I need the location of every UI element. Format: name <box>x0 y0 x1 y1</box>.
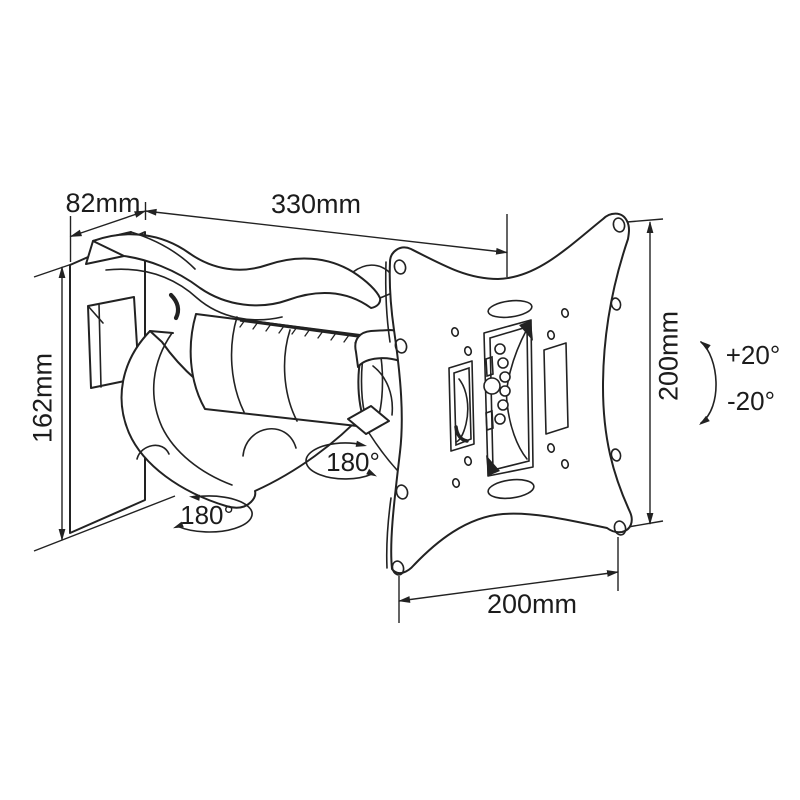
right-slot <box>543 342 569 435</box>
bottom-oval-slot <box>487 478 535 500</box>
dimension-162mm: 162mm <box>27 263 176 552</box>
dim-330mm-label: 330mm <box>271 189 361 219</box>
swivel-arm-label: 180° <box>326 447 380 477</box>
tilt-down-label: -20° <box>727 386 775 416</box>
tilt-up-label: +20° <box>726 340 781 370</box>
vesa-plate-details <box>391 217 627 576</box>
dimension-200mm-bottom: 200mm <box>398 537 619 623</box>
swivel-wall-annotation: 180° <box>173 494 253 533</box>
tilt-mechanism-slot <box>483 319 534 477</box>
dimension-200mm-right: 200mm <box>626 218 683 528</box>
dim-162mm-label: 162mm <box>27 353 57 443</box>
swivel-arm-annotation: 180° <box>305 440 380 480</box>
vesa-small-holes <box>450 308 570 488</box>
arm-cylinder <box>189 313 384 428</box>
dim-200mm-right-label: 200mm <box>653 311 683 401</box>
top-oval-slot <box>487 299 533 319</box>
swivel-wall-label: 180° <box>180 500 234 530</box>
dimension-82mm: 82mm <box>65 188 147 262</box>
vesa-mounting-holes <box>391 217 627 576</box>
tilt-angle-annotation: +20° -20° <box>699 340 780 425</box>
dim-82mm-label: 82mm <box>65 188 140 218</box>
dim-200mm-bottom-label: 200mm <box>487 589 577 619</box>
dimension-330mm: 330mm <box>144 189 508 277</box>
left-lock-slot <box>448 360 475 452</box>
